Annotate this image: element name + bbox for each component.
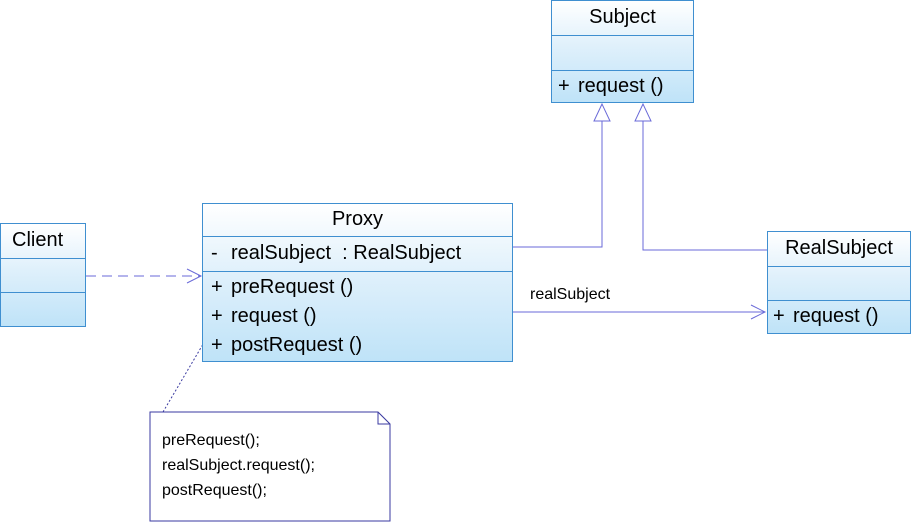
visibility-marker: + — [773, 305, 785, 327]
class-name: RealSubject — [785, 237, 893, 259]
attributes-section — [1, 258, 85, 292]
realsubject-generalization-line — [642, 121, 767, 251]
operation-text: request () — [793, 305, 879, 327]
note-fold — [377, 412, 390, 425]
association-label: realSubject — [530, 286, 611, 303]
operations-section: + preRequest () + request () + postReque… — [203, 271, 512, 360]
note-shape — [149, 411, 391, 522]
class-name: Proxy — [331, 208, 384, 230]
visibility-marker: - — [211, 242, 218, 264]
operation-row: + request () — [203, 302, 512, 331]
operation-text: postRequest () — [231, 334, 363, 356]
class-name: Subject — [589, 6, 656, 28]
attributes-section — [552, 35, 693, 70]
operation-row: + postRequest () — [203, 331, 512, 360]
realsubject-generalization-arrowhead — [634, 102, 652, 122]
operations-section: + request () — [552, 70, 693, 101]
subject-class[interactable]: Subject + request () — [551, 0, 694, 103]
operation-row: + request () — [552, 71, 693, 101]
proxy-generalization-arrowhead — [593, 102, 611, 122]
association-arrowhead — [750, 304, 767, 320]
note-line: preRequest(); — [162, 432, 260, 449]
operation-text: preRequest () — [231, 276, 354, 298]
operations-section: + request () — [768, 300, 910, 332]
proxy-generalization-line — [513, 121, 603, 248]
operations-section — [1, 292, 85, 326]
visibility-marker: + — [211, 334, 223, 356]
dependency-arrowhead — [186, 268, 203, 284]
attributes-section — [768, 266, 910, 300]
note-line: postRequest(); — [162, 482, 267, 499]
note-text: preRequest(); realSubject.request(); pos… — [162, 428, 315, 503]
proxy-class[interactable]: Proxy - realSubject : RealSubject + preR… — [202, 203, 513, 362]
visibility-marker: + — [558, 74, 570, 97]
client-class[interactable]: Client — [0, 223, 86, 327]
visibility-marker: + — [211, 305, 223, 327]
operation-text: request () — [231, 305, 317, 327]
attribute-row: - realSubject : RealSubject — [203, 239, 512, 268]
visibility-marker: + — [211, 276, 223, 298]
attribute-text: realSubject : RealSubject — [231, 242, 462, 264]
class-name: Client — [12, 229, 64, 251]
note-line: realSubject.request(); — [162, 457, 315, 474]
attributes-section: - realSubject : RealSubject — [203, 236, 512, 271]
realsubject-class[interactable]: RealSubject + request () — [767, 231, 911, 334]
operation-row: + preRequest () — [203, 273, 512, 302]
operation-text: request () — [578, 74, 664, 97]
operation-row: + request () — [768, 301, 910, 332]
